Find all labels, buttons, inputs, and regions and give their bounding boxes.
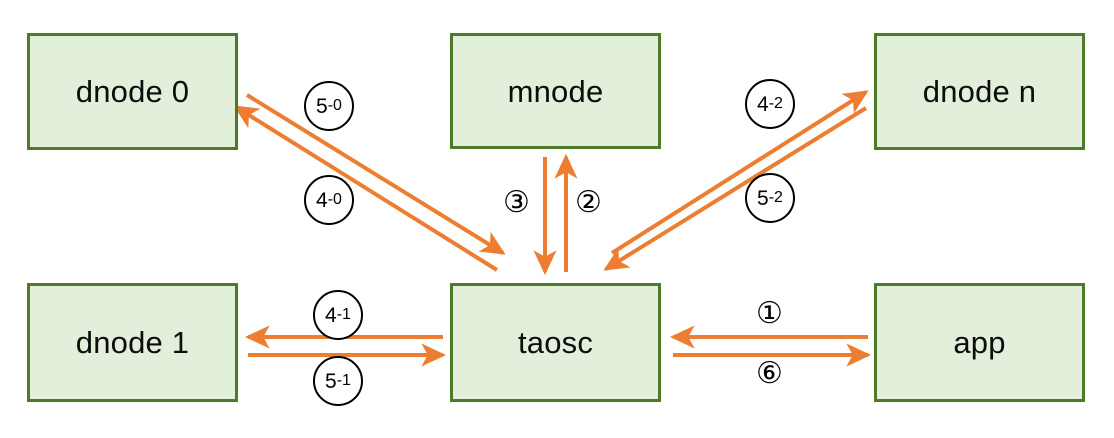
node-mnode[interactable]: mnode [450,33,661,149]
node-dnoden-label: dnode n [922,74,1037,109]
node-dnode1[interactable]: dnode 1 [27,283,238,402]
edge-label-4-0-main: 4 [316,188,328,212]
edge-label-5-2: 5-2 [745,173,795,223]
node-taosc-label: taosc [517,325,594,360]
node-dnode1-label: dnode 1 [75,325,190,360]
edge-label-4-0-sub: -0 [327,191,342,208]
edge-label-5-0-main: 5 [316,94,328,118]
edge-4-0 [233,105,499,272]
edge-label-3: ③ [503,185,530,220]
node-taosc[interactable]: taosc [450,283,661,402]
node-app-label: app [953,325,1006,360]
edge-label-1: ① [756,296,783,331]
edge-4-2 [610,90,869,255]
edge-label-5-0-sub: -0 [327,97,342,114]
node-dnode0-label: dnode 0 [75,74,190,109]
edge-5-0 [245,93,506,255]
node-mnode-label: mnode [507,73,604,109]
edge-label-6: ⑥ [756,356,783,391]
edge-label-4-1-main: 4 [325,303,337,327]
edge-label-4-0: 4-0 [304,175,354,225]
edge-label-4-1: 4-1 [313,290,363,340]
edge-label-5-1: 5-1 [313,356,363,406]
edge-label-4-1-sub: -1 [336,306,351,323]
edge-5-2 [603,106,868,271]
edge-label-4-2-main: 4 [757,92,769,116]
edge-label-5-2-main: 5 [757,186,769,210]
edge-label-5-1-sub: -1 [336,372,351,389]
node-dnode0[interactable]: dnode 0 [27,33,238,150]
edge-label-4-2-sub: -2 [768,95,783,112]
node-app[interactable]: app [874,283,1085,402]
node-dnoden[interactable]: dnode n [874,33,1085,150]
edge-label-4-2: 4-2 [745,79,795,129]
edge-label-5-0: 5-0 [304,81,354,131]
edge-label-2: ② [575,185,602,220]
edge-label-5-1-main: 5 [325,369,337,393]
edge-label-5-2-sub: -2 [768,189,783,206]
